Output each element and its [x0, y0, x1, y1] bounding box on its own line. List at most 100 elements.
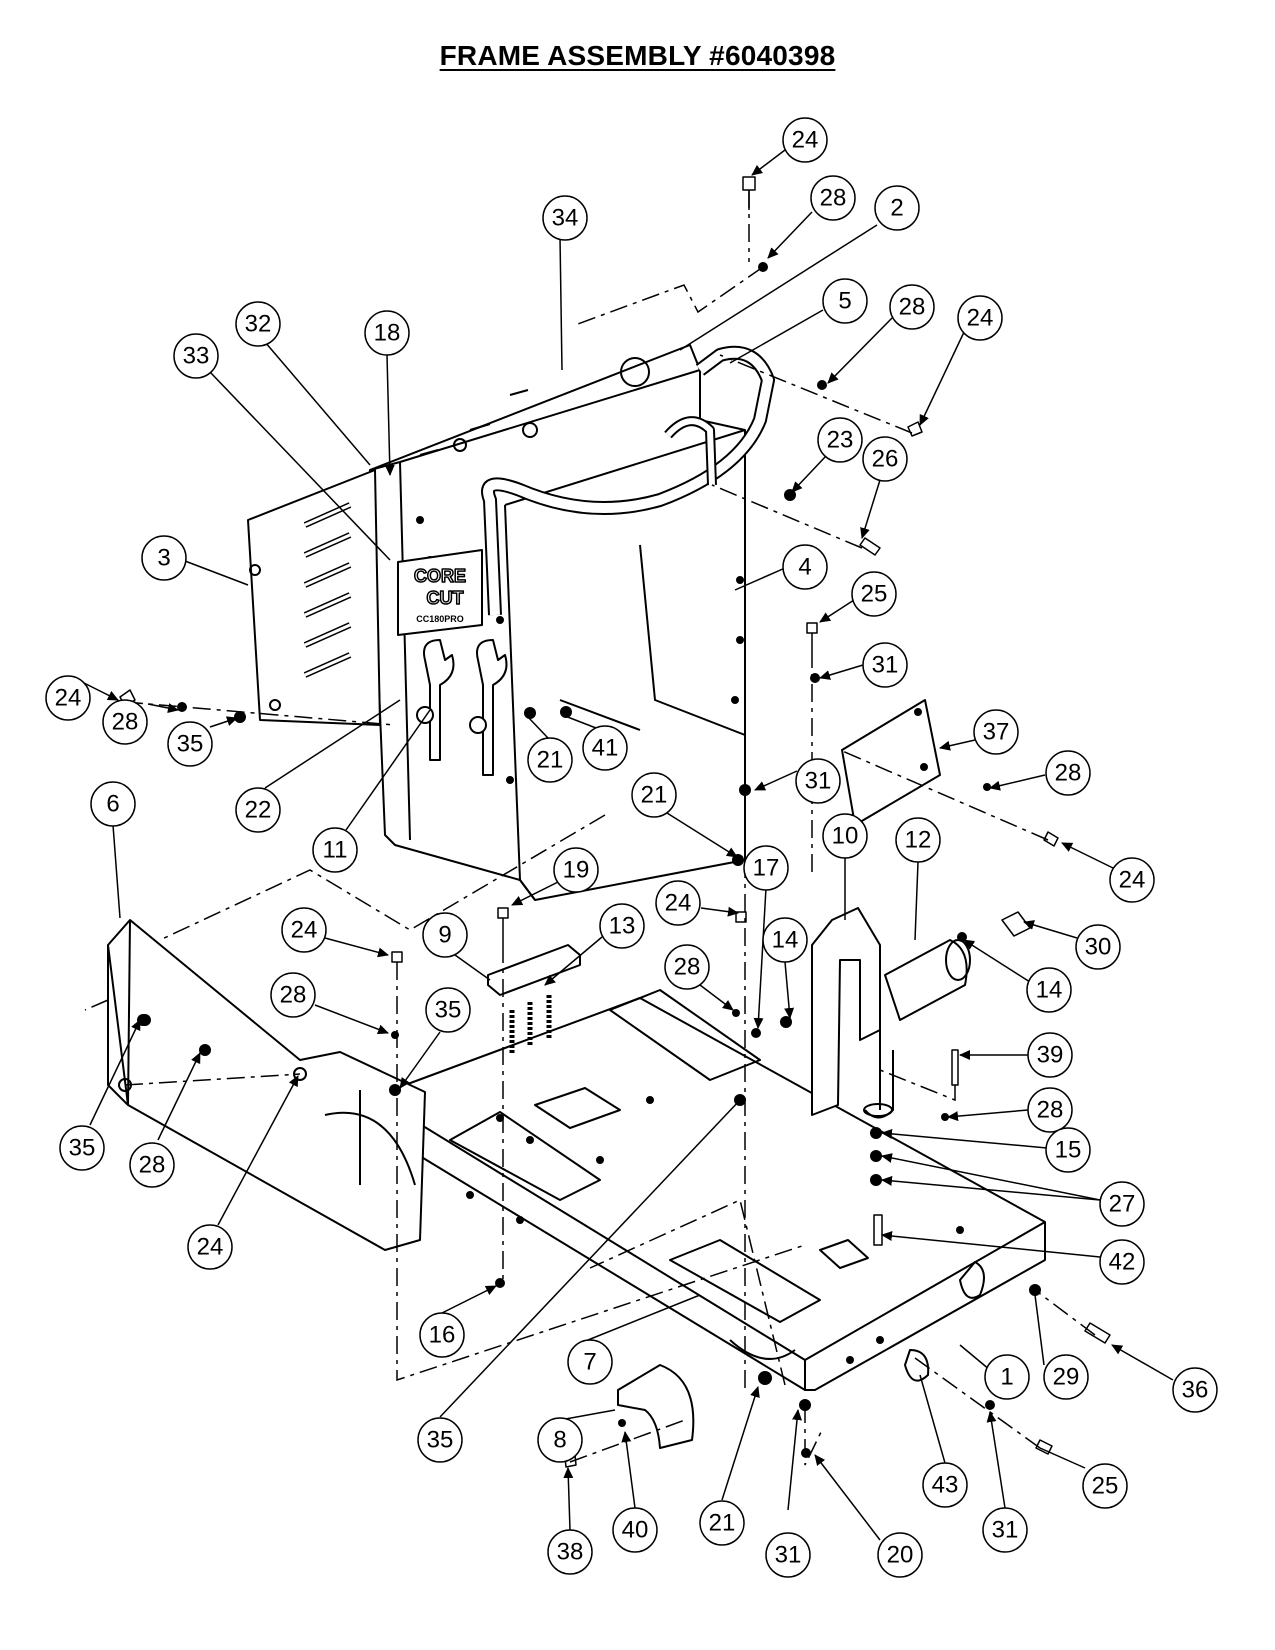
callout-2: 2 — [874, 185, 920, 231]
leader-21-a — [526, 715, 549, 739]
leader-28-b — [827, 317, 893, 384]
leader-31-a — [819, 664, 864, 680]
leader-20 — [814, 1454, 881, 1541]
svg-text:20: 20 — [887, 1542, 914, 1569]
leader-15 — [881, 1128, 1048, 1149]
part-drawings: CORE CUT CC180PRO — [107, 176, 1111, 1468]
callout-28: 28 — [129, 1142, 175, 1188]
leader-28-f — [314, 1004, 389, 1035]
leader-27-b — [881, 1175, 1101, 1201]
assembly-dash-lines — [84, 190, 1096, 1466]
svg-text:39: 39 — [1037, 1042, 1064, 1069]
leader-19 — [511, 879, 563, 906]
leader-23 — [791, 455, 827, 493]
leader-35-c — [89, 1019, 141, 1126]
leader-38 — [563, 1467, 574, 1531]
svg-text:42: 42 — [1109, 1249, 1136, 1276]
leader-24-b — [919, 329, 966, 426]
callout-28: 28 — [1045, 750, 1091, 796]
svg-text:28: 28 — [139, 1152, 166, 1179]
callout-36: 36 — [1172, 1367, 1218, 1413]
callout-25: 25 — [851, 571, 897, 617]
svg-text:30: 30 — [1085, 934, 1112, 961]
callout-bubbles: 24 28 2 34 5 28 24 32 18 33 23 26 3 4 25… — [45, 117, 1218, 1578]
svg-text:10: 10 — [832, 823, 859, 850]
svg-text:18: 18 — [374, 320, 401, 347]
leader-31-b — [754, 770, 798, 791]
leader-35-d — [439, 1099, 741, 1418]
callout-11: 11 — [312, 827, 358, 873]
callout-18: 18 — [364, 310, 410, 356]
svg-text:19: 19 — [563, 857, 590, 884]
svg-text:21: 21 — [641, 782, 668, 809]
leader-25-a — [819, 599, 855, 623]
svg-text:28: 28 — [112, 709, 139, 736]
callout-27: 27 — [1099, 1181, 1145, 1227]
callout-21: 21 — [699, 1500, 745, 1546]
leader-28-h — [157, 1052, 201, 1141]
leader-24-f — [324, 937, 389, 958]
leader-28-d — [989, 774, 1046, 791]
svg-text:16: 16 — [429, 1322, 456, 1349]
callout-28: 28 — [102, 699, 148, 745]
leader-40 — [621, 1431, 636, 1509]
tension-block-part — [487, 944, 581, 1055]
leader-12 — [914, 861, 919, 941]
callout-30: 30 — [1075, 924, 1121, 970]
leader-11 — [345, 709, 431, 831]
svg-text:28: 28 — [280, 982, 307, 1009]
svg-text:24: 24 — [967, 305, 994, 332]
callout-20: 20 — [877, 1532, 923, 1578]
callout-35: 35 — [59, 1125, 105, 1171]
logo-line-1: CORE — [414, 566, 466, 586]
leader-3 — [184, 560, 249, 586]
callout-35: 35 — [417, 1417, 463, 1463]
callout-28: 28 — [1027, 1087, 1073, 1133]
leader-1 — [959, 1344, 991, 1371]
logo-line-3: CC180PRO — [416, 614, 464, 624]
leader-36 — [1111, 1344, 1174, 1381]
callout-24: 24 — [45, 675, 91, 721]
leader-28-c — [147, 703, 179, 713]
svg-text:22: 22 — [245, 797, 272, 824]
svg-text:21: 21 — [709, 1510, 736, 1537]
leader-34 — [559, 236, 563, 371]
callout-32: 32 — [235, 301, 281, 347]
svg-text:35: 35 — [427, 1427, 454, 1454]
svg-text:24: 24 — [792, 127, 819, 154]
leader-7 — [587, 1294, 701, 1341]
svg-text:28: 28 — [674, 954, 701, 981]
callout-8: 8 — [537, 1417, 583, 1463]
svg-text:36: 36 — [1182, 1377, 1209, 1404]
callout-29: 29 — [1043, 1354, 1089, 1400]
tie-down-parts — [904, 1261, 985, 1382]
callout-14: 14 — [1026, 967, 1072, 1013]
leader-2 — [679, 224, 878, 351]
leader-6 — [112, 824, 121, 919]
svg-text:34: 34 — [552, 205, 579, 232]
leader-14-b — [963, 939, 1031, 983]
leader-24-g — [217, 1075, 299, 1226]
leader-9 — [454, 954, 491, 981]
callout-24: 24 — [782, 117, 828, 163]
callout-43: 43 — [922, 1462, 968, 1508]
callout-35: 35 — [167, 721, 213, 767]
leader-24-d — [1061, 842, 1114, 869]
leader-35-a — [209, 716, 238, 728]
blade-cover-part — [617, 1364, 695, 1449]
callout-26: 26 — [862, 436, 908, 482]
svg-text:14: 14 — [772, 927, 799, 954]
leader-37 — [939, 739, 976, 751]
svg-text:25: 25 — [861, 581, 888, 608]
svg-text:35: 35 — [177, 731, 204, 758]
callout-24: 24 — [187, 1224, 233, 1270]
svg-text:15: 15 — [1055, 1137, 1082, 1164]
svg-text:21: 21 — [537, 747, 564, 774]
svg-text:35: 35 — [69, 1135, 96, 1162]
vent-panel-part — [247, 469, 381, 726]
callout-38: 38 — [547, 1529, 593, 1575]
svg-text:26: 26 — [872, 446, 899, 473]
callout-5: 5 — [822, 278, 868, 324]
svg-text:33: 33 — [183, 343, 210, 370]
svg-text:24: 24 — [197, 1234, 224, 1261]
